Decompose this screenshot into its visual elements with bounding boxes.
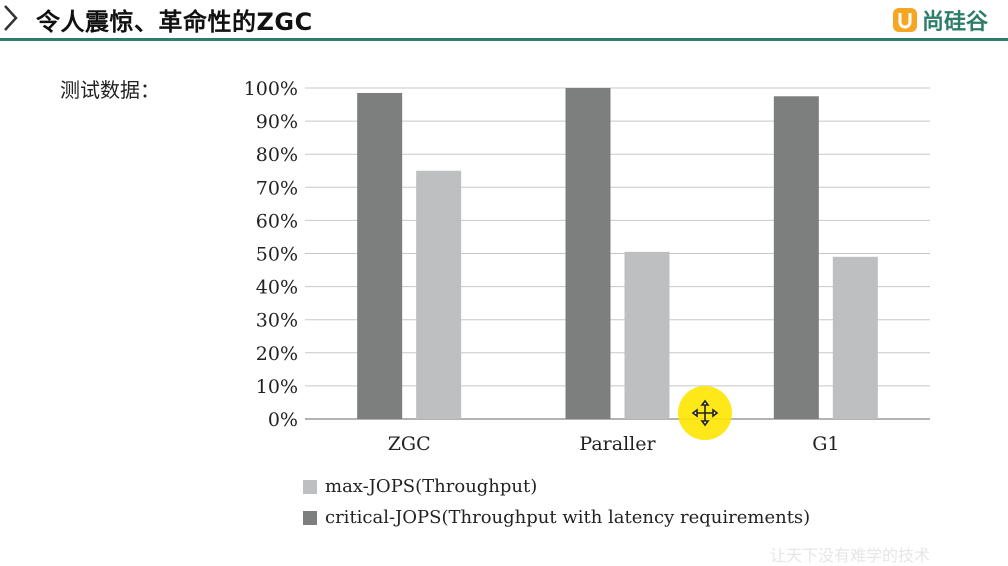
y-tick-label: 20% [256,343,298,365]
slide-header: 令人震惊、革命性的ZGC 尚硅谷 [0,0,1008,41]
y-tick-label: 60% [256,210,298,232]
y-tick-label: 40% [256,277,298,299]
y-tick-label: 30% [256,310,298,332]
legend-label-max-jops: max-JOPS(Throughput) [325,476,538,497]
header-divider [0,38,1008,41]
legend-swatch-max-jops [303,479,317,494]
legend-item-critical-jops: critical-JOPS(Throughput with latency re… [303,507,810,528]
y-tick-label: 70% [256,177,298,199]
legend-label-critical-jops: critical-JOPS(Throughput with latency re… [325,507,811,528]
brand-logo: 尚硅谷 [892,4,988,36]
x-tick-label: Paraller [579,433,656,455]
y-tick-label: 0% [268,409,298,431]
y-tick-label: 10% [256,376,298,398]
bar [416,170,462,419]
chevron-right-icon [4,5,18,31]
watermark: 让天下没有难学的技术 [770,546,931,565]
y-tick-label: 80% [256,144,298,166]
x-tick-label: ZGC [388,433,431,455]
y-tick-label: 50% [256,244,298,266]
x-tick-label: G1 [812,433,839,455]
y-tick-label: 90% [256,111,298,133]
move-cursor-icon [678,386,732,440]
legend-item-max-jops: max-JOPS(Throughput) [303,476,537,497]
bar [832,256,878,419]
bar [773,96,819,420]
logo-u-icon [893,8,917,32]
test-data-label: 测试数据： [60,78,160,102]
bar [357,92,403,419]
logo-text: 尚硅谷 [922,10,989,35]
legend-swatch-critical-jops [303,510,317,525]
bar [624,251,670,419]
page-title: 令人震惊、革命性的ZGC [36,8,313,36]
bar [565,88,611,419]
y-tick-label: 100% [244,78,298,100]
